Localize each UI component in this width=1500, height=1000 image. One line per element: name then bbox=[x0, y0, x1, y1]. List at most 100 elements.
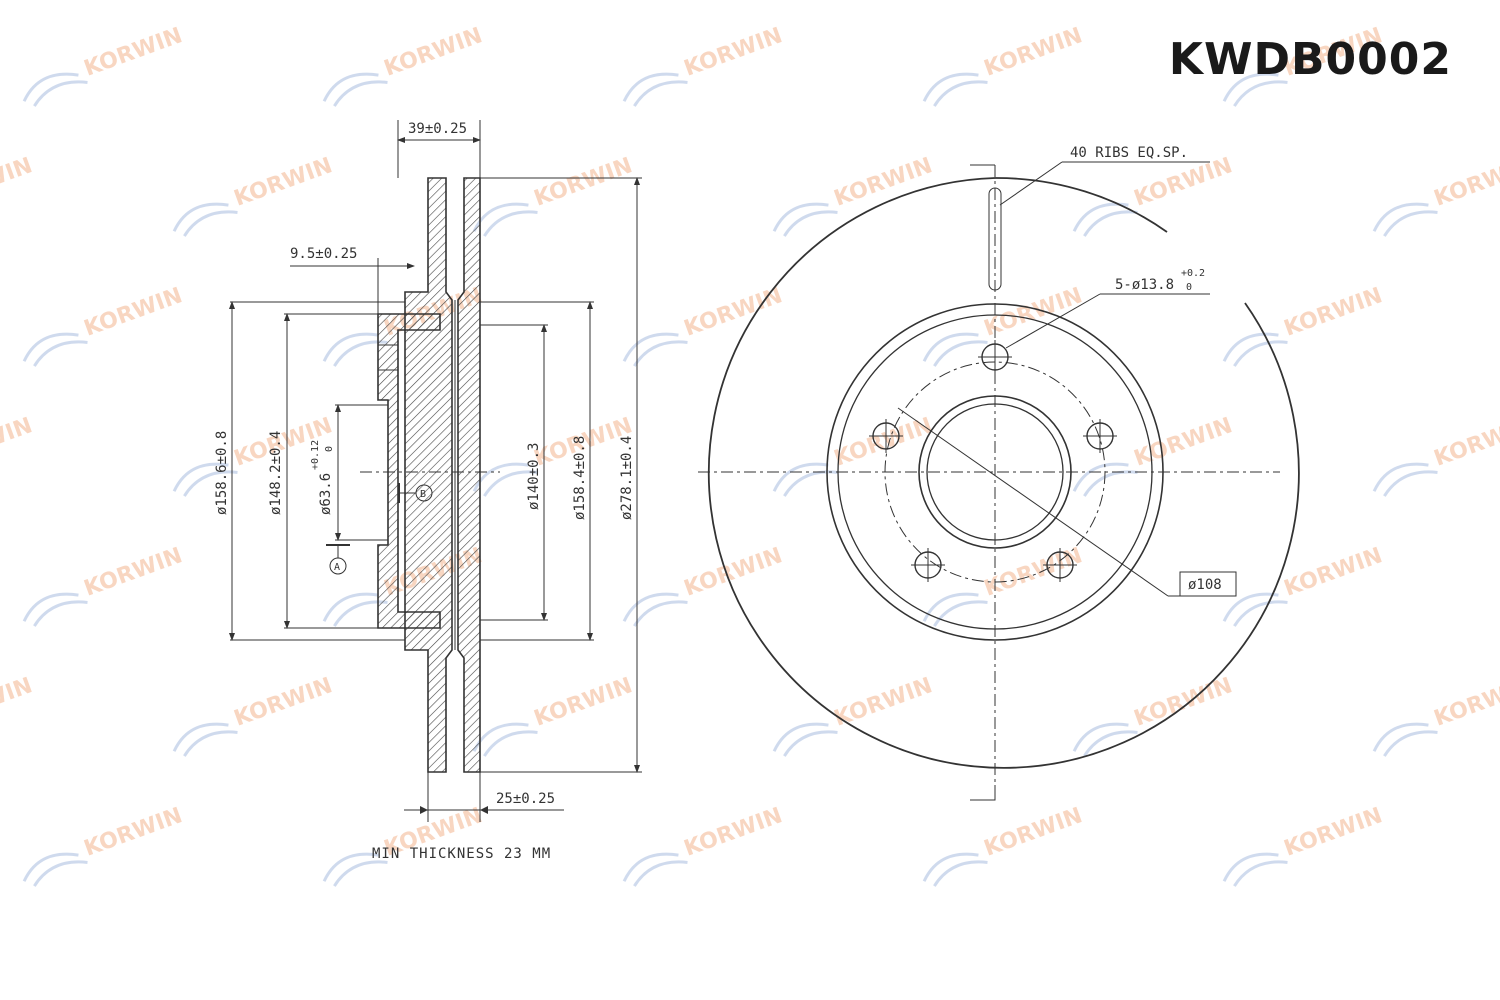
watermark-logo: KORWIN bbox=[22, 283, 186, 367]
ribs-leader bbox=[999, 161, 1063, 206]
watermark-logo: KORWIN bbox=[0, 413, 36, 472]
watermark-text: KORWIN bbox=[0, 153, 36, 212]
watermark-swoosh bbox=[22, 72, 88, 107]
datum-b-symbol bbox=[415, 484, 433, 502]
watermark-text: KORWIN bbox=[981, 803, 1086, 862]
watermark-logo: KORWIN bbox=[172, 153, 336, 237]
datum-a-symbol bbox=[329, 557, 347, 575]
watermark-logo: KORWIN bbox=[472, 673, 636, 757]
min-thickness-note: MIN THICKNESS 23 MM bbox=[372, 846, 551, 862]
disc-outer-edge bbox=[707, 177, 1300, 769]
watermark-swoosh bbox=[772, 202, 838, 237]
watermark-text: KORWIN bbox=[381, 23, 486, 82]
watermark-swoosh bbox=[322, 852, 388, 887]
watermark-logo: KORWIN bbox=[22, 803, 186, 887]
watermark-text: KORWIN bbox=[0, 413, 36, 472]
dim-diam-63-6-tol-upper: +0.12 bbox=[310, 440, 321, 470]
watermark-swoosh bbox=[622, 852, 688, 887]
watermark-text: KORWIN bbox=[1431, 153, 1500, 212]
watermark-swoosh bbox=[1372, 722, 1438, 757]
side-section-view: 39±0.25 9.5±0.25 ø158.6±0.8 ø148.2±0.4 ø… bbox=[214, 120, 642, 862]
watermark-logo: KORWIN bbox=[622, 543, 786, 627]
watermark-logo: KORWIN bbox=[1222, 283, 1386, 367]
watermark-text: KORWIN bbox=[531, 153, 636, 212]
part-number-title: KWDB0002 bbox=[1168, 34, 1452, 85]
pcd-leader bbox=[897, 407, 1169, 597]
watermark-text: KORWIN bbox=[81, 283, 186, 342]
watermark-text: KORWIN bbox=[531, 673, 636, 732]
watermark-swoosh bbox=[1072, 462, 1138, 497]
watermark-logo: KORWIN bbox=[472, 413, 636, 497]
watermark-text: KORWIN bbox=[231, 673, 336, 732]
dim-disc-thickness: 25±0.25 bbox=[496, 791, 555, 807]
hat-section bbox=[377, 313, 441, 629]
watermark-text: KORWIN bbox=[81, 23, 186, 82]
watermark-text: KORWIN bbox=[1431, 413, 1500, 472]
watermark-logo: KORWIN bbox=[772, 413, 936, 497]
watermark-logo: KORWIN bbox=[1222, 543, 1386, 627]
dim-outer-thickness: 39±0.25 bbox=[408, 121, 467, 137]
watermark-swoosh bbox=[922, 852, 988, 887]
watermark-swoosh bbox=[622, 592, 688, 627]
watermark-text: KORWIN bbox=[981, 283, 1086, 342]
watermark-text: KORWIN bbox=[81, 543, 186, 602]
watermark-logo: KORWIN bbox=[622, 803, 786, 887]
watermark-swoosh bbox=[1222, 72, 1288, 107]
watermark-logo: KORWIN bbox=[172, 673, 336, 757]
dim-diam-140: ø140±0.3 bbox=[526, 443, 542, 510]
watermark-logo: KORWIN bbox=[0, 153, 36, 212]
watermark-text: KORWIN bbox=[0, 673, 36, 732]
watermark-text: KORWIN bbox=[1281, 283, 1386, 342]
bolt-holes-leader bbox=[1005, 293, 1101, 349]
watermark-logo: KORWIN bbox=[1372, 413, 1500, 497]
bolt-holes-tol-lower: 0 bbox=[1186, 282, 1192, 293]
watermark-text: KORWIN bbox=[1131, 673, 1236, 732]
ribs-note: 40 RIBS EQ.SP. bbox=[1070, 145, 1188, 161]
watermark-logo: KORWIN bbox=[922, 283, 1086, 367]
watermark-text: KORWIN bbox=[981, 23, 1086, 82]
outboard-friction-plate bbox=[404, 177, 453, 773]
watermark-swoosh bbox=[22, 852, 88, 887]
dim-diam-158-6: ø158.6±0.8 bbox=[214, 431, 230, 515]
watermark-swoosh bbox=[622, 332, 688, 367]
watermark-logo: KORWIN bbox=[922, 23, 1086, 107]
watermark-logo: KORWIN bbox=[922, 803, 1086, 887]
watermark-logo: KORWIN bbox=[1372, 153, 1500, 237]
bolt-holes-note: 5-ø13.8 bbox=[1115, 277, 1174, 293]
section-marker-bottom bbox=[970, 785, 996, 801]
watermark-text: KORWIN bbox=[681, 23, 786, 82]
datum-b-label: B bbox=[420, 489, 426, 500]
watermark-swoosh bbox=[1222, 852, 1288, 887]
dim-diam-158-4: ø158.4±0.8 bbox=[572, 436, 588, 520]
watermark-logo: KORWIN bbox=[1222, 803, 1386, 887]
pcd-note: ø108 bbox=[1188, 577, 1222, 593]
watermark-text: KORWIN bbox=[681, 543, 786, 602]
watermark-swoosh bbox=[1372, 462, 1438, 497]
watermark-logo: KORWIN bbox=[622, 23, 786, 107]
watermark-text: KORWIN bbox=[81, 803, 186, 862]
watermark-swoosh bbox=[22, 592, 88, 627]
dim-diam-278-1: ø278.1±0.4 bbox=[619, 436, 635, 520]
watermark-swoosh bbox=[22, 332, 88, 367]
watermark-swoosh bbox=[1072, 202, 1138, 237]
watermark-logo: KORWIN bbox=[22, 543, 186, 627]
front-view: 40 RIBS EQ.SP. 5-ø13.8 +0.2 0 ø108 bbox=[698, 145, 1300, 801]
watermark-logo: KORWIN bbox=[772, 153, 936, 237]
watermark-text: KORWIN bbox=[1431, 673, 1500, 732]
watermark-text: KORWIN bbox=[1131, 413, 1236, 472]
inboard-friction-plate bbox=[457, 177, 481, 773]
watermark-swoosh bbox=[1372, 202, 1438, 237]
watermark-text: KORWIN bbox=[681, 803, 786, 862]
watermark-swoosh bbox=[172, 722, 238, 757]
watermark-swoosh bbox=[1222, 332, 1288, 367]
watermark-text: KORWIN bbox=[1281, 803, 1386, 862]
bolt-holes bbox=[869, 340, 1117, 582]
watermark-logo: KORWIN bbox=[922, 543, 1086, 627]
watermark-swoosh bbox=[772, 722, 838, 757]
watermark-logo: KORWIN bbox=[22, 23, 186, 107]
watermark-logo: KORWIN bbox=[1072, 153, 1236, 237]
watermark-text: KORWIN bbox=[1281, 543, 1386, 602]
datum-a-label: A bbox=[334, 562, 340, 573]
dim-hat-offset: 9.5±0.25 bbox=[290, 246, 357, 262]
